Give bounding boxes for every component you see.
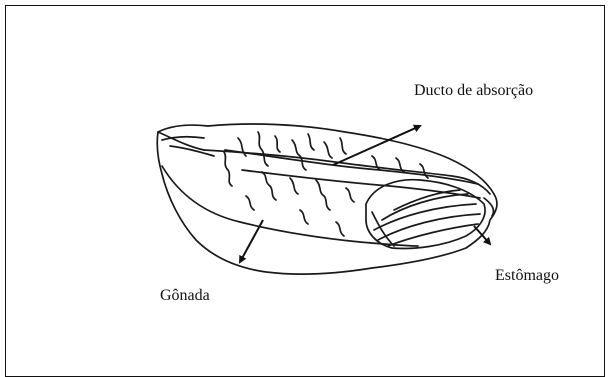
- label-gonada: Gônada: [160, 288, 210, 304]
- arrow-gonada: [240, 220, 263, 262]
- label-ducto-de-absorcao: Ducto de absorção: [414, 83, 533, 99]
- upper-lobe: [204, 150, 490, 194]
- label-estomago: Estômago: [495, 268, 559, 284]
